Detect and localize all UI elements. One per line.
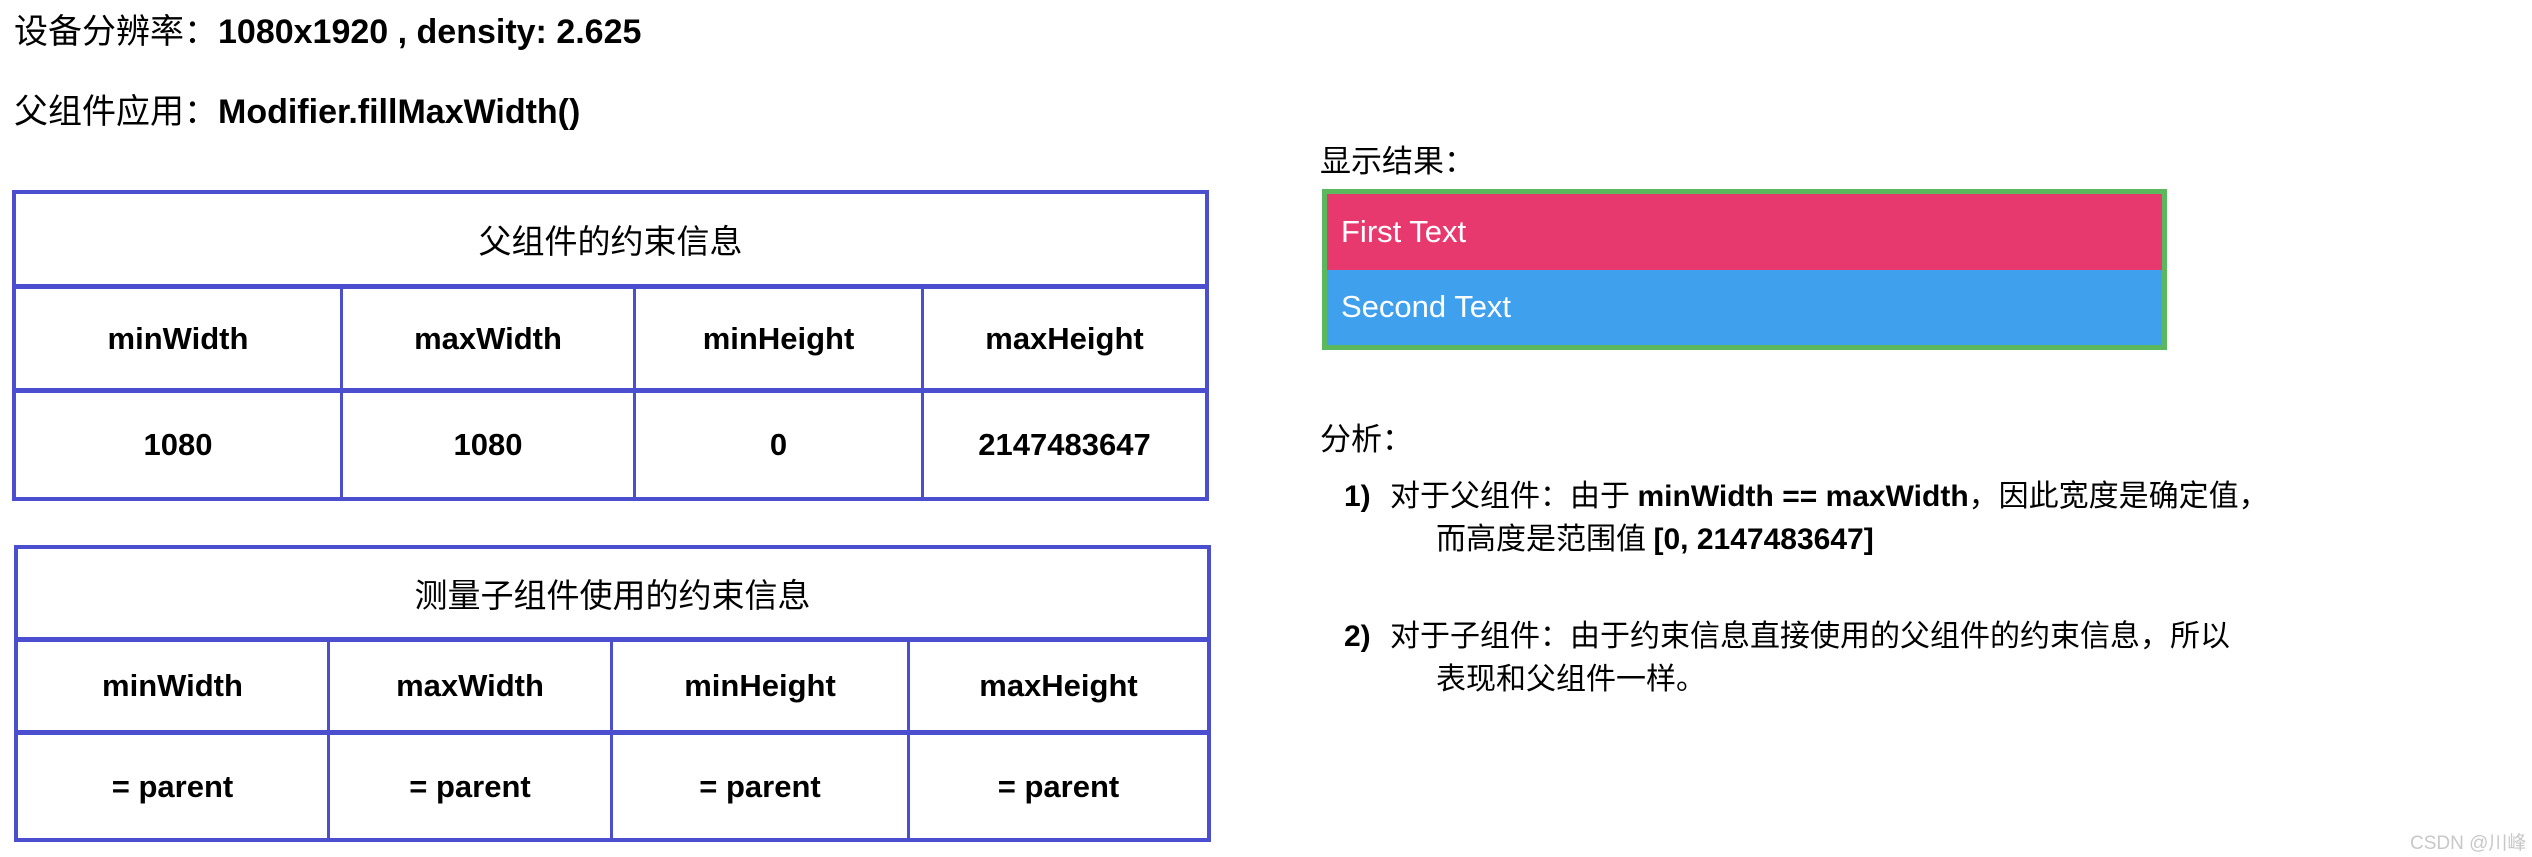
csdn-watermark: CSDN @川峰 [2410,833,2527,854]
analysis-item-2: 2) 对于子组件：由于约束信息直接使用的父组件的约束信息，所以 表现和父组件一样… [1344,616,2504,701]
child-header-minheight: minHeight [613,642,910,730]
parent-table-title: 父组件的约束信息 [16,194,1205,289]
analysis-item-1-line1-post: ，因此宽度是确定值， [1968,480,2269,513]
preview-row-first-text: First Text [1341,213,1467,249]
analysis-item-1-line2: 而高度是范围值 [0, 2147483647] [1436,519,2504,562]
analysis-item-1-line1-code: minWidth == maxWidth [1637,480,1969,513]
parent-constraints-table: 父组件的约束信息 minWidth maxWidth minHeight max… [12,190,1209,501]
parent-value-maxheight: 2147483647 [978,427,1151,462]
parent-header-maxheight: maxHeight [985,320,1144,356]
analysis-item-1-line2-pre: 而高度是范围值 [1436,522,1654,556]
parent-value-minwidth: 1080 [16,393,343,497]
parent-table-value-row: 1080 1080 0 2147483647 [16,393,1205,497]
child-header-maxheight: maxHeight [979,668,1138,703]
preview-row-second-text: Second Text [1341,289,1512,325]
parent-value-minheight: 0 [636,393,924,497]
result-label: 显示结果： [1320,144,1475,179]
child-table-value-row: = parent = parent = parent = parent [18,735,1207,838]
device-resolution-label: 设备分辨率： [14,14,218,51]
preview-row-second: Second Text [1327,269,2162,345]
parent-header-maxwidth: maxWidth [343,289,636,388]
child-value-minheight: = parent [613,735,910,838]
analysis-item-1: 1) 对于父组件：由于 minWidth == maxWidth，因此宽度是确定… [1344,476,2504,561]
parent-header-minwidth: minWidth [16,289,343,388]
result-preview-box: First Text Second Text [1322,189,2167,350]
analysis-item-1-line1: 对于父组件：由于 minWidth == maxWidth，因此宽度是确定值， [1390,476,2504,519]
device-resolution-value: 1080x1920 , density: 2.625 [218,13,642,51]
child-value-minwidth: = parent [18,735,330,838]
parent-table-header-row: minWidth maxWidth minHeight maxHeight [16,289,1205,393]
analysis-item-2-line1: 对于子组件：由于约束信息直接使用的父组件的约束信息，所以 [1390,620,2230,653]
preview-row-first: First Text [1327,194,2162,270]
child-value-maxwidth: = parent [330,735,613,838]
analysis-item-1-number: 1) [1344,480,1371,513]
child-table-title: 测量子组件使用的约束信息 [18,549,1207,642]
parent-modifier-line: 父组件应用：Modifier.fillMaxWidth() [14,84,580,133]
child-header-minwidth: minWidth [18,642,330,730]
analysis-item-1-line1-pre: 对于父组件：由于 [1390,480,1638,513]
child-table-header-row: minWidth maxWidth minHeight maxHeight [18,642,1207,735]
parent-modifier-label: 父组件应用： [14,94,218,131]
parent-value-maxwidth: 1080 [343,393,636,497]
analysis-item-1-line2-code: [0, 2147483647] [1653,522,1874,556]
parent-modifier-value: Modifier.fillMaxWidth() [218,93,581,131]
analysis-item-2-line2: 表现和父组件一样。 [1436,662,1706,696]
analysis-label: 分析： [1320,422,1413,457]
parent-header-minheight: minHeight [636,289,924,388]
child-header-maxwidth: maxWidth [330,642,613,730]
device-resolution-line: 设备分辨率：1080x1920 , density: 2.625 [14,4,641,53]
analysis-item-2-number: 2) [1344,620,1371,653]
child-value-maxheight: = parent [997,768,1120,804]
child-constraints-table: 测量子组件使用的约束信息 minWidth maxWidth minHeight… [14,545,1211,842]
